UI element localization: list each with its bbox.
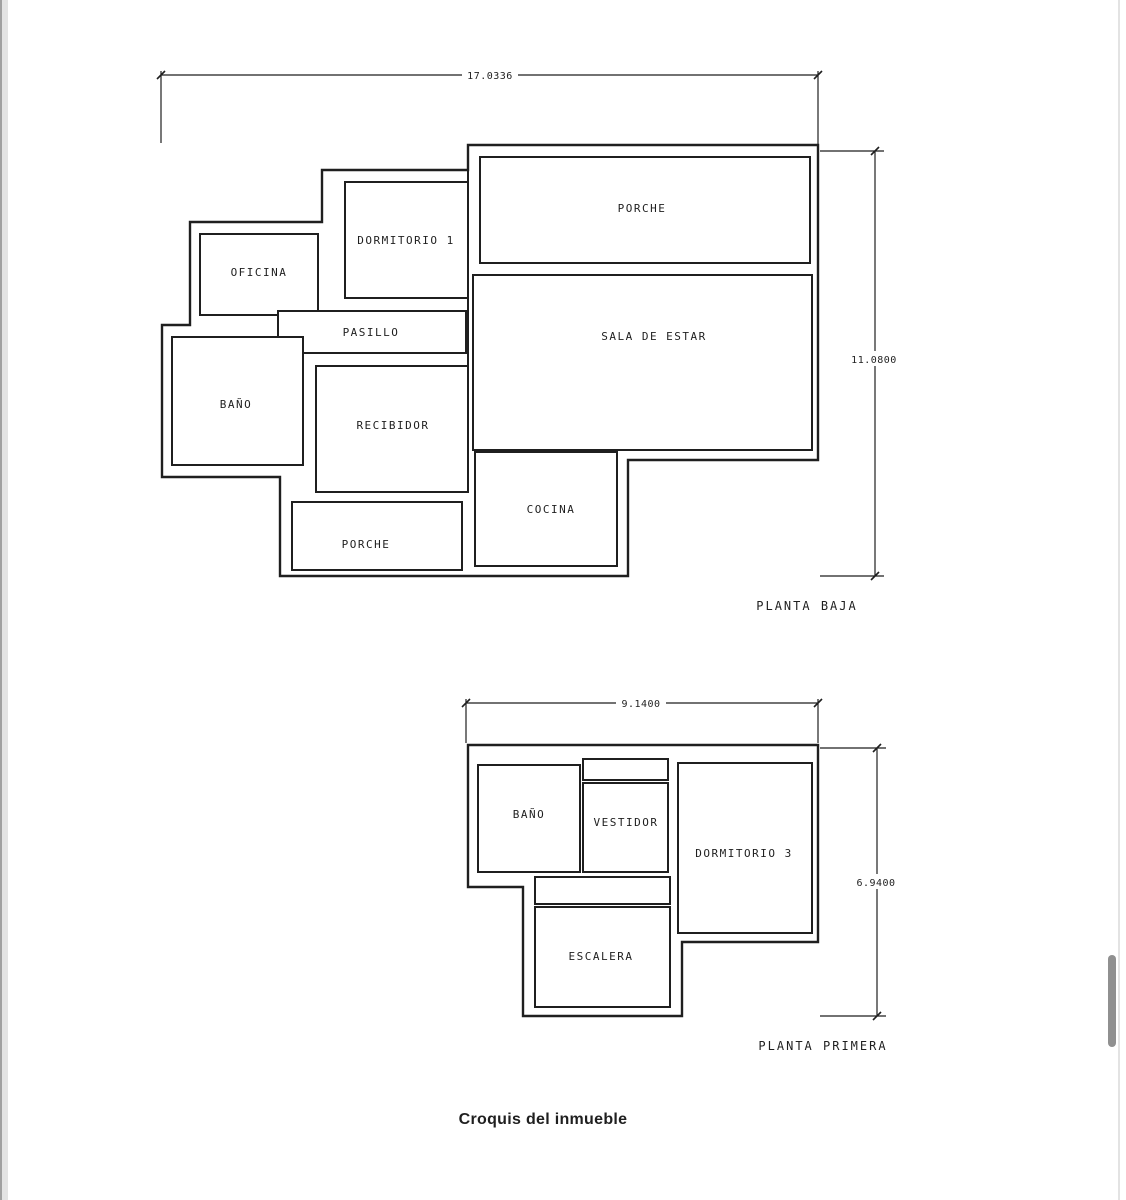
room-recibidor-rect	[315, 365, 469, 493]
page-edge-left	[0, 0, 2, 1200]
room-label-sala-de-estar: SALA DE ESTAR	[601, 330, 707, 343]
vertical-scrollbar-thumb[interactable]	[1108, 955, 1116, 1047]
first-floor-width-value: 9.1400	[621, 699, 660, 710]
room-vestidor-rect	[582, 782, 669, 873]
room-label-dormitorio3: DORMITORIO 3	[695, 847, 792, 860]
room-label-porche-bottom: PORCHE	[342, 538, 391, 551]
ground-floor-title: PLANTA BAJA	[756, 599, 857, 613]
room-label-oficina: OFICINA	[231, 266, 288, 279]
room-label-escalera: ESCALERA	[569, 950, 634, 963]
room-label-recibidor: RECIBIDOR	[356, 419, 429, 432]
room-label-vestidor: VESTIDOR	[594, 816, 659, 829]
room-escalera-rect	[534, 906, 671, 1008]
room-label-bano: BAÑO	[220, 398, 253, 411]
room-bano-rect	[171, 336, 304, 466]
ground-floor-width-value: 17.0336	[467, 71, 513, 82]
room-porche-top-rect	[479, 156, 811, 264]
room-label-cocina: COCINA	[527, 503, 576, 516]
room-stair-landing-rect	[534, 876, 671, 905]
first-floor-height-value: 6.9400	[856, 878, 895, 889]
document-caption: Croquis del inmueble	[459, 1111, 628, 1128]
room-label-bano1: BAÑO	[513, 808, 546, 821]
page-edge-left-shadow	[2, 0, 8, 1200]
first-floor-height-dimension: 6.9400	[820, 743, 902, 1021]
room-bano1-rect	[477, 764, 581, 873]
room-label-porche-top: PORCHE	[618, 202, 667, 215]
first-floor-width-dimension: 9.1400	[461, 696, 823, 743]
room-oficina-rect	[199, 233, 319, 316]
room-porche-bottom-rect	[291, 501, 463, 571]
ground-floor-width-dimension: 17.0336	[156, 68, 823, 145]
room-label-dormitorio1: DORMITORIO 1	[357, 234, 454, 247]
room-pasillo-rect	[277, 310, 467, 354]
room-dormitorio1-rect	[344, 181, 469, 299]
room-sala-de-estar-rect	[472, 274, 813, 451]
page-edge-right	[1118, 0, 1120, 1200]
ground-floor-plan: PORCHE DORMITORIO 1 OFICINA PASILLO SALA…	[156, 68, 903, 613]
ground-floor-height-dimension: 11.0800	[820, 146, 903, 581]
ground-floor-height-value: 11.0800	[851, 355, 897, 366]
room-label-pasillo: PASILLO	[343, 326, 400, 339]
room-cocina-rect	[474, 451, 618, 567]
first-floor-plan: BAÑO VESTIDOR DORMITORIO 3 ESCALERA 9.14…	[461, 696, 902, 1053]
room-vestidor-strip-rect	[582, 758, 669, 781]
first-floor-title: PLANTA PRIMERA	[758, 1039, 887, 1053]
room-dormitorio3-rect	[677, 762, 813, 934]
